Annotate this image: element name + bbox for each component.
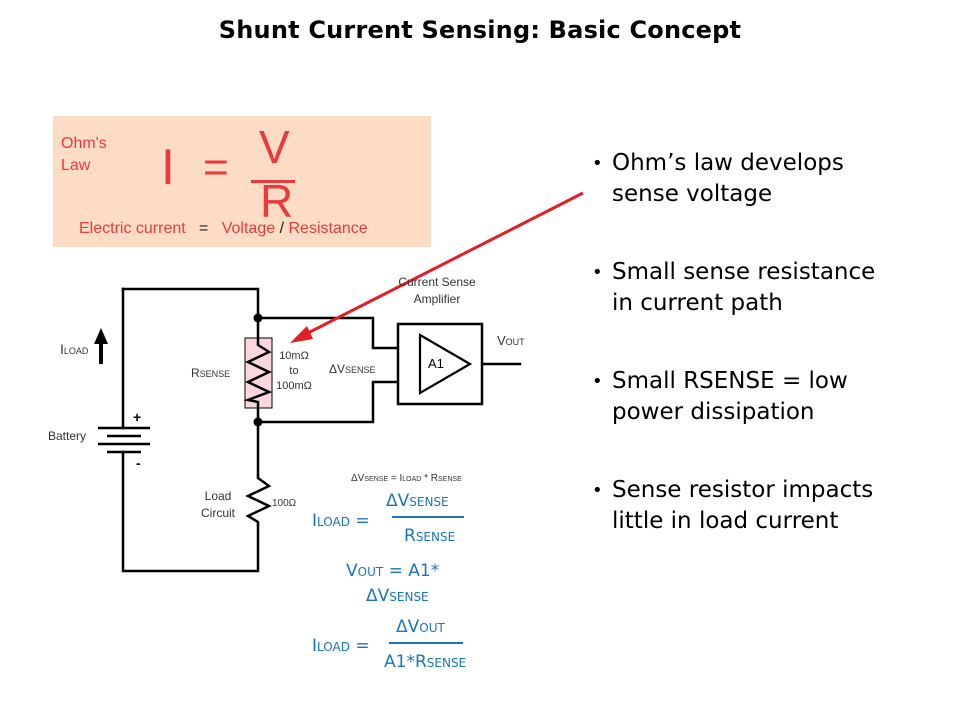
ohms-fraction-bar [251, 180, 295, 183]
ohms-law-label: Ohm's Law [61, 133, 107, 177]
amplifier-triangle-icon [418, 333, 473, 395]
vout-label: VOUT [497, 333, 525, 348]
bullet-dot-icon: • [592, 262, 603, 283]
ohms-label-line1: Ohm's [61, 135, 107, 152]
bullet-line: Ohm’s law develops [612, 150, 844, 176]
battery-plus: + [133, 409, 142, 425]
bullet-list: • Ohm’s law develops sense voltage • Sma… [590, 148, 950, 584]
eq3-lhs: ILOAD = [312, 636, 370, 656]
words-voltage: Voltage [221, 220, 276, 237]
bullet-item: • Small sense resistance in current path [590, 257, 950, 319]
ohms-I-symbol: I [161, 139, 175, 195]
bullet-line: Sense resistor impacts [612, 477, 874, 503]
bullet-line: Small RSENSE = low [612, 368, 848, 394]
eq2-line1: VOUT = A1* [346, 561, 440, 581]
bullet-line: in current path [612, 290, 783, 316]
amplifier-label: A1 [428, 356, 444, 371]
eq1-lhs: ILOAD = [312, 511, 370, 531]
rsense-label: RSENSE [191, 366, 231, 380]
eq1-fraction-bar [392, 516, 464, 518]
load-resistor-icon [245, 475, 272, 526]
wire-left-bottom [121, 450, 260, 573]
ohms-V-symbol: V [259, 121, 290, 173]
eq1-denominator: RSENSE [404, 526, 456, 546]
ohms-equals-symbol: = [203, 143, 229, 192]
ohms-label-line2: Law [61, 157, 91, 174]
eq3-fraction-bar [389, 642, 463, 644]
bullet-dot-icon: • [592, 480, 603, 501]
load-value-label: 100Ω [272, 498, 297, 509]
iload-label: ILOAD [60, 341, 89, 357]
slide-title: Shunt Current Sensing: Basic Concept [218, 16, 742, 44]
dvsense-label: ΔVSENSE [329, 362, 376, 376]
bullet-line: little in load current [612, 508, 839, 534]
bullet-line: Small sense resistance [612, 259, 876, 285]
battery-minus: - [136, 455, 141, 471]
words-equals: = [199, 220, 209, 237]
load-label: Load Circuit [200, 489, 235, 520]
words-slash: / [279, 220, 285, 237]
wire-sense-bottom [256, 380, 400, 424]
wire-top [121, 287, 260, 340]
ohms-law-words: Electric current = Voltage / Resistance [79, 220, 368, 238]
small-sense-equation: ΔVSENSE = ILOAD * RSENSE [351, 473, 462, 484]
amplifier-title: Current Sense Amplifier [398, 275, 476, 306]
eq3-numerator: ΔVOUT [396, 617, 445, 637]
eq1-numerator: ΔVSENSE [386, 491, 449, 511]
bullet-line: power dissipation [612, 399, 815, 425]
bullet-dot-icon: • [592, 153, 603, 174]
bullet-item: • Small RSENSE = low power dissipation [590, 366, 950, 428]
eq2-line2: ΔVSENSE [366, 586, 429, 606]
rsense-value-label: 10mΩ to 100mΩ [276, 350, 312, 392]
battery-icon [98, 426, 150, 454]
bullet-item: • Ohm’s law develops sense voltage [590, 148, 950, 210]
callout-arrow-icon [290, 191, 584, 343]
junction-bottom [253, 417, 263, 427]
bullet-item: • Sense resistor impacts little in load … [590, 475, 950, 537]
rsense-resistor-icon [243, 338, 273, 408]
junction-top [253, 313, 263, 323]
ohms-law-box: Ohm's Law I = V R Electric current = Vol… [53, 116, 431, 247]
bullet-dot-icon: • [592, 371, 603, 392]
ohms-R-symbol: R [260, 175, 294, 227]
words-current: Electric current [79, 220, 186, 237]
wire-sense-top [256, 316, 400, 350]
current-arrow-icon [94, 328, 108, 364]
words-resistance: Resistance [288, 220, 368, 237]
battery-label: Battery [48, 429, 87, 443]
bullet-line: sense voltage [612, 181, 773, 207]
eq3-denominator: A1*RSENSE [384, 652, 467, 672]
